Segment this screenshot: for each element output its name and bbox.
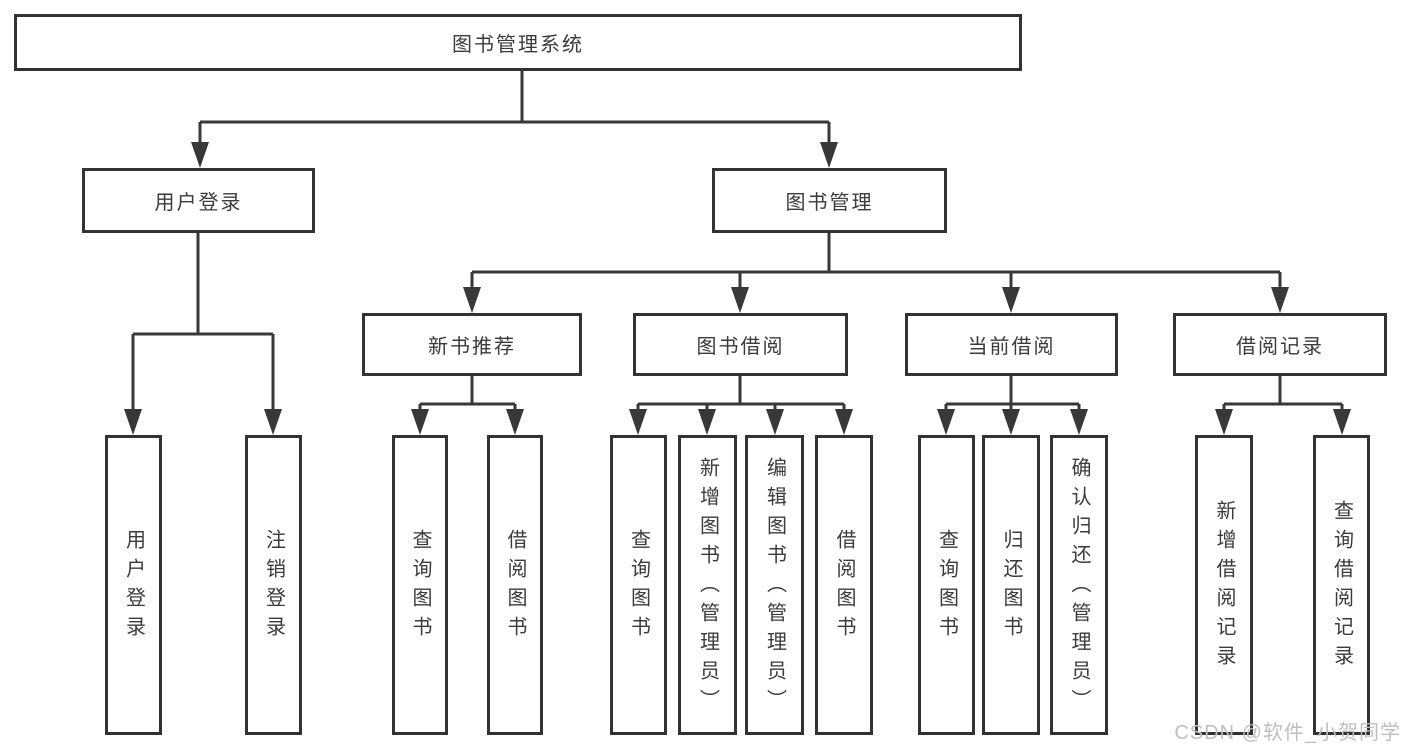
node-book-borrowing: 图书借阅 — [633, 313, 848, 376]
leaf-return-books: 归还图书 — [982, 435, 1040, 735]
node-label: 编辑图书（管理员） — [763, 456, 786, 718]
node-label: 确认归还（管理员） — [1068, 456, 1090, 718]
node-label: 查询借阅记录 — [1330, 500, 1353, 674]
node-user-login: 用户登录 — [82, 168, 315, 233]
leaf-query-borrow-record: 查询借阅记录 — [1313, 435, 1370, 735]
node-library-management-system: 图书管理系统 — [14, 14, 1022, 71]
node-label: 当前借阅 — [967, 336, 1056, 358]
leaf-query-books-current: 查询图书 — [918, 435, 975, 735]
node-label: 注销登录 — [262, 529, 285, 645]
leaf-query-books-borrow: 查询图书 — [610, 435, 667, 735]
leaf-add-books-admin: 新增图书（管理员） — [678, 435, 737, 735]
node-label: 借阅记录 — [1236, 336, 1324, 358]
node-new-book-recommendation: 新书推荐 — [362, 313, 582, 376]
node-current-borrowing: 当前借阅 — [905, 313, 1118, 376]
node-label: 新书推荐 — [428, 336, 516, 358]
node-borrowing-records: 借阅记录 — [1173, 313, 1387, 376]
node-label: 查询图书 — [627, 529, 650, 645]
node-label: 图书管理系统 — [452, 34, 584, 56]
arrowheads — [124, 142, 1351, 435]
node-label: 借阅图书 — [504, 529, 526, 645]
node-label: 图书借阅 — [696, 336, 785, 358]
node-label: 借阅图书 — [833, 529, 855, 645]
leaf-borrow-books-borrow: 借阅图书 — [815, 435, 873, 735]
node-label: 查询图书 — [409, 529, 431, 645]
node-label: 图书管理 — [785, 192, 874, 214]
node-label: 查询图书 — [935, 529, 958, 645]
node-label: 用户登录 — [154, 192, 243, 214]
leaf-user-login: 用户登录 — [105, 435, 162, 735]
node-book-management: 图书管理 — [712, 168, 947, 233]
leaf-query-books-recommend: 查询图书 — [392, 435, 448, 735]
node-label: 新增借阅记录 — [1213, 500, 1235, 674]
leaf-confirm-return-admin: 确认归还（管理员） — [1050, 435, 1108, 735]
leaf-borrow-books-recommend: 借阅图书 — [487, 435, 543, 735]
watermark: CSDN @软件_小贺同学 — [1174, 722, 1401, 744]
leaf-add-borrow-record: 新增借阅记录 — [1195, 435, 1253, 735]
node-label: 新增图书（管理员） — [696, 456, 719, 718]
node-label: 归还图书 — [1000, 529, 1022, 645]
node-label: 用户登录 — [122, 529, 145, 645]
leaf-logout: 注销登录 — [245, 435, 302, 735]
leaf-edit-books-admin: 编辑图书（管理员） — [745, 435, 804, 735]
